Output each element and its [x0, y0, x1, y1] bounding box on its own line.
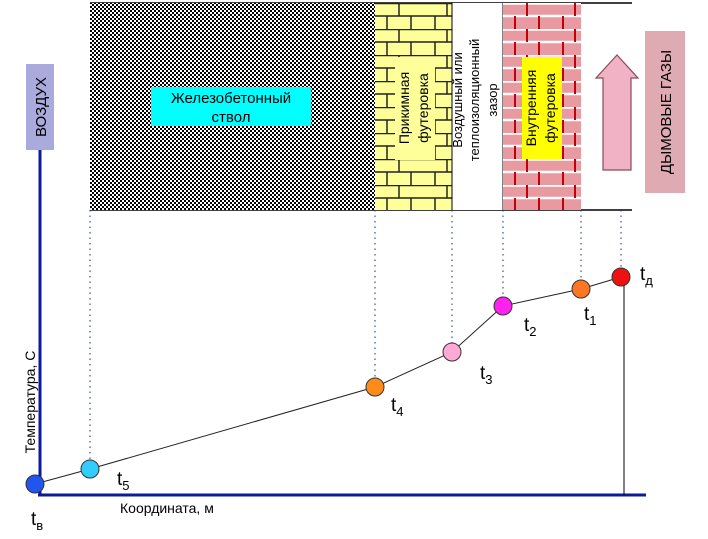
temperature-point-label: t4	[391, 395, 404, 419]
concrete-label-line2: ствол	[212, 109, 251, 126]
temperature-points	[25, 267, 631, 494]
temperature-point	[442, 342, 462, 362]
air-gap-label-line1: Воздушный или	[450, 52, 465, 147]
temperature-point	[365, 377, 385, 397]
temperature-profile-line	[34, 276, 622, 485]
outer-lining-label-line1: Прикимная	[396, 72, 412, 144]
air-gap-layer	[452, 3, 503, 210]
temperature-point-label: t5	[117, 469, 130, 493]
x-axis-label: Координата, м	[120, 500, 214, 516]
outer-lining-label-box	[395, 57, 435, 160]
temperature-point-label: t3	[480, 363, 493, 387]
flue-gases-label-box	[645, 31, 685, 193]
temperature-point	[25, 474, 45, 494]
concrete-label-box	[151, 87, 311, 126]
temperature-point	[493, 296, 513, 316]
air-label-box	[26, 64, 54, 150]
y-axis-label: Температура, С	[22, 351, 38, 454]
inner-lining-label-line1: Внутренняя	[523, 70, 539, 147]
outer-lining-label-line2: футеровка	[415, 73, 431, 143]
inner-lining-label-line2: футеровка	[542, 73, 558, 143]
air-gap-label-line2: теплоизоляционный	[467, 39, 482, 162]
flue-gas-up-arrow-icon	[594, 54, 640, 171]
temperature-point-label: t2	[524, 315, 537, 339]
temperature-point	[611, 267, 631, 287]
flue-gases-label: ДЫМОВЫЕ ГАЗЫ	[658, 50, 675, 174]
concrete-label-line1: Железобетонный	[171, 90, 291, 107]
temperature-point-label: tв	[31, 509, 43, 533]
inner-lining-label-box	[522, 57, 562, 159]
projection-lines	[89, 210, 622, 469]
temperature-point	[571, 279, 591, 299]
temperature-point	[80, 459, 100, 479]
temperature-point-label: tд	[640, 264, 653, 288]
air-label: ВОЗДУХ	[33, 77, 50, 137]
temperature-point-label: t1	[584, 304, 597, 328]
temperature-point-labels: tв t5 t4 t3 t2 t1 tд	[31, 264, 653, 533]
air-gap-label-line3: зазор	[485, 83, 500, 116]
